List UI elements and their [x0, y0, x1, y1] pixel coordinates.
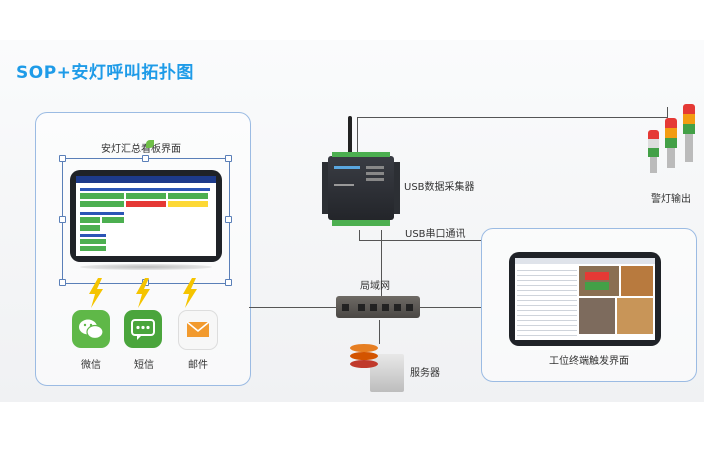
summary-board-tablet [70, 170, 222, 262]
resize-handle[interactable] [59, 279, 66, 286]
resize-handle[interactable] [225, 155, 232, 162]
resize-handle[interactable] [225, 216, 232, 223]
connector-line [379, 320, 380, 344]
lightning-icon [183, 278, 197, 308]
leaf-icon [146, 140, 154, 148]
server-label: 服务器 [410, 368, 440, 379]
resize-handle[interactable] [59, 155, 66, 162]
connector-line [381, 230, 382, 296]
connector-line [357, 117, 358, 157]
usb-collector-label: USB数据采集器 [404, 182, 475, 193]
resize-handle[interactable] [59, 216, 66, 223]
warning-light-label: 警灯输出 [651, 194, 691, 205]
tablet-shadow [80, 264, 212, 270]
summary-board-label: 安灯汇总看板界面 [101, 144, 181, 155]
terminal-screen [515, 258, 655, 340]
sms-label: 短信 [134, 360, 154, 371]
lightning-icon [136, 278, 150, 308]
sms-icon [124, 310, 162, 348]
wechat-icon [72, 310, 110, 348]
lan-label: 局域网 [360, 281, 390, 292]
connector-line [667, 107, 668, 118]
connector-line [420, 307, 482, 308]
connector-line [249, 307, 337, 308]
resize-handle[interactable] [225, 279, 232, 286]
email-label: 邮件 [188, 360, 208, 371]
summary-board-screen [76, 176, 216, 256]
connector-line [359, 230, 360, 240]
lightning-icon [89, 278, 103, 308]
terminal-label: 工位终端触发界面 [549, 356, 629, 367]
network-switch [336, 296, 420, 318]
wechat-label: 微信 [81, 360, 101, 371]
connector-line [357, 117, 667, 118]
antenna [348, 116, 352, 156]
email-icon [178, 310, 218, 350]
resize-handle[interactable] [142, 155, 149, 162]
usb-serial-label: USB串口通讯 [405, 229, 466, 240]
page-title: SOP+安灯呼叫拓扑图 [16, 63, 194, 83]
warning-light [640, 104, 700, 184]
terminal-tablet [509, 252, 661, 346]
usb-collector-device [322, 152, 400, 226]
connector-line [359, 240, 482, 241]
server-icon [348, 344, 408, 394]
